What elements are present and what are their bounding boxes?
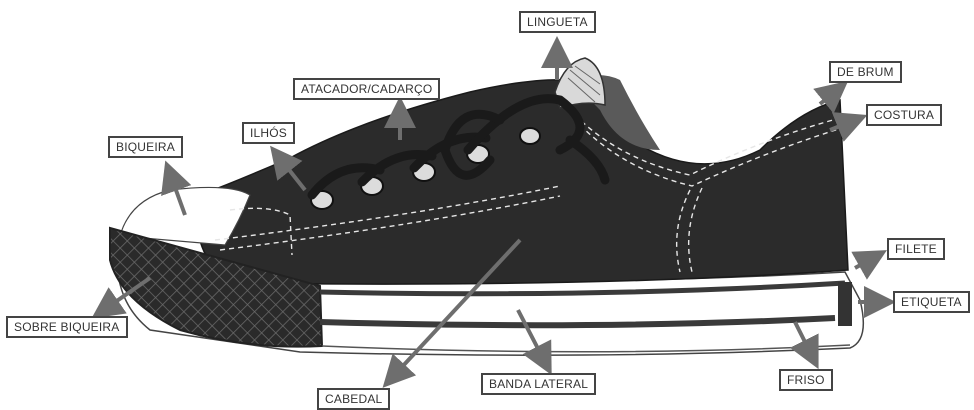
label-lingueta: LINGUETA <box>519 11 596 33</box>
label-atacador: ATACADOR/CADARÇO <box>293 78 440 100</box>
label-filete: FILETE <box>887 238 945 260</box>
label-biqueira: BIQUEIRA <box>108 136 183 158</box>
arrow-filete <box>855 254 880 268</box>
label-etiqueta: ETIQUETA <box>893 291 970 313</box>
label-banda-lateral: BANDA LATERAL <box>481 373 596 395</box>
label-sobre-biqueira: SOBRE BIQUEIRA <box>6 316 128 338</box>
label-de-brum: DE BRUM <box>829 61 902 83</box>
label-friso: FRISO <box>779 369 833 391</box>
heel-label <box>838 282 852 326</box>
label-ilhos: ILHÓS <box>242 122 295 144</box>
label-costura: COSTURA <box>866 104 942 126</box>
